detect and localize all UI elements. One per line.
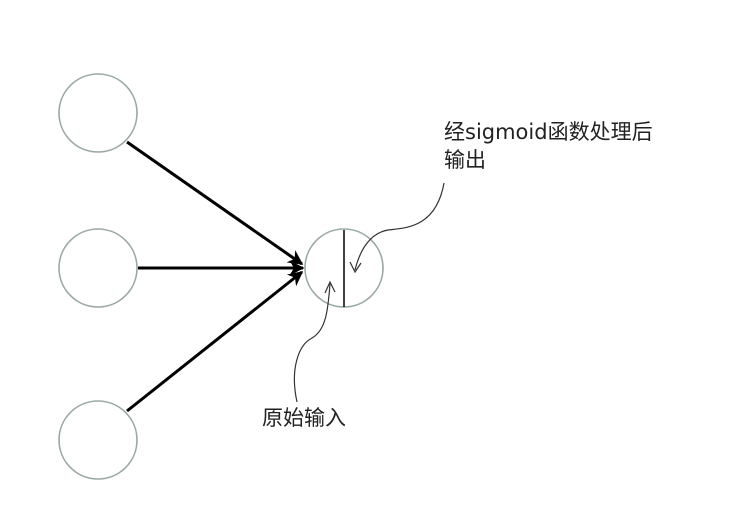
input-annotation-curve	[293, 283, 331, 403]
output-label-line-2: 输出	[444, 148, 486, 172]
output-annotation-label: 经sigmoid函数处理后 输出	[444, 118, 653, 174]
edge-3	[126, 270, 304, 413]
input-node-3	[58, 400, 138, 480]
input-node-1	[58, 73, 138, 153]
output-label-line-1: 经sigmoid函数处理后	[444, 120, 653, 144]
output-annotation-arrowhead	[349, 261, 362, 274]
input-annotation-label: 原始输入	[262, 406, 346, 430]
output-annotation-curve	[354, 182, 445, 271]
edge-1	[126, 140, 304, 266]
input-annotation-arrowhead	[324, 280, 336, 294]
input-node-2	[58, 228, 138, 308]
